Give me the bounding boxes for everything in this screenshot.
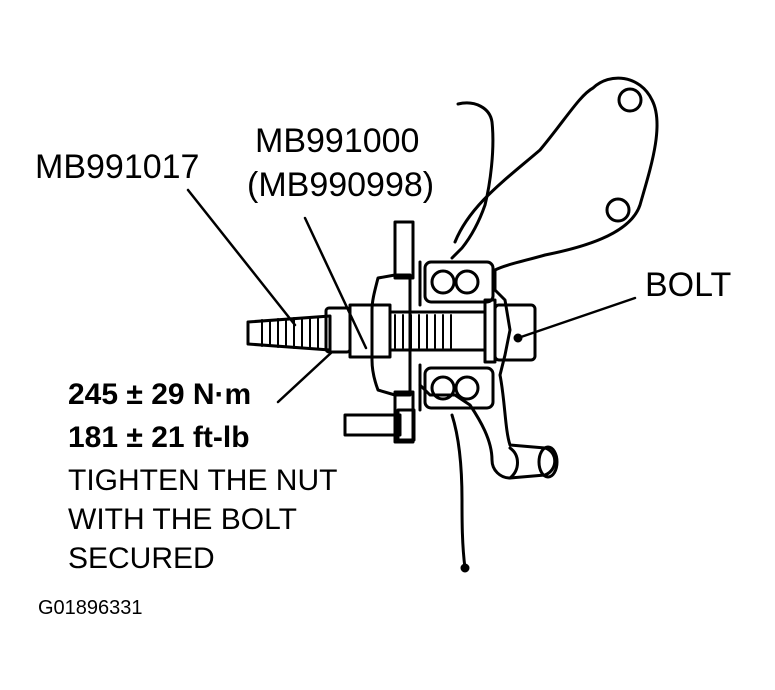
tool-nut [324, 306, 352, 354]
tool-label-mb991017: MB991017 [35, 148, 200, 186]
figure-id: G01896331 [38, 597, 143, 619]
leader-mb991000 [303, 216, 368, 350]
wheel-bearing [418, 260, 495, 412]
tool-mb991017-rod [246, 306, 352, 354]
tool-label-mb991000: MB991000 [255, 122, 420, 160]
upper-arm-hole-1 [617, 87, 643, 113]
torque-nm-label: 245 ± 29 N·m [68, 378, 252, 411]
instruction-line-1: TIGHTEN THE NUT [68, 464, 338, 497]
torque-ftlb-label: 181 ± 21 ft-lb [68, 421, 250, 454]
instruction-line-2: WITH THE BOLT [68, 503, 297, 536]
leader-bolt [516, 296, 637, 340]
sensor-cable [450, 101, 495, 573]
leader-lines [186, 188, 637, 404]
upper-arm-hole-2 [605, 197, 631, 223]
instruction-line-3: SECURED [68, 542, 215, 575]
leader-torque [276, 350, 334, 404]
wheel-stud [343, 408, 416, 442]
steering-knuckle [418, 76, 659, 480]
tool-label-mb990998: (MB990998) [247, 166, 435, 204]
bolt-label: BOLT [645, 266, 732, 304]
tool-mb991000-body [348, 303, 487, 359]
leader-mb991017 [186, 188, 297, 327]
